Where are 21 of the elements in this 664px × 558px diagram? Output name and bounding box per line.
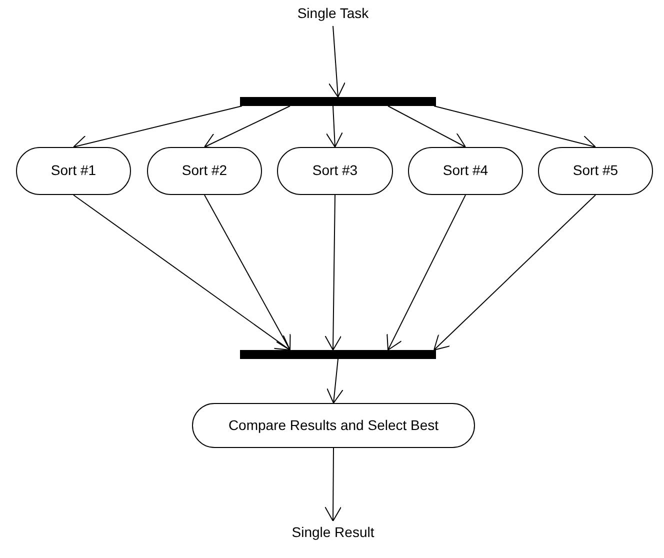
arrow — [324, 194, 342, 350]
arrow — [388, 106, 466, 148]
label-text: Single Result — [273, 521, 393, 545]
activity-box: Sort #2 — [147, 147, 262, 195]
activity-box: Sort #1 — [16, 147, 131, 195]
arrow — [73, 194, 290, 350]
arrow — [324, 448, 342, 522]
arrow — [386, 194, 466, 350]
sync-bar — [240, 97, 436, 106]
arrow — [204, 106, 290, 149]
activity-box: Sort #3 — [277, 147, 393, 195]
activity-box: Sort #5 — [538, 147, 653, 195]
arrow — [434, 194, 596, 350]
arrow — [326, 358, 344, 404]
activity-box: Compare Results and Select Best — [192, 403, 475, 448]
sync-bar — [240, 350, 436, 359]
arrow — [204, 194, 291, 350]
arrow — [328, 26, 346, 98]
label-text: Single Task — [273, 2, 393, 26]
activity-box: Sort #4 — [408, 147, 523, 195]
arrow — [326, 106, 343, 148]
